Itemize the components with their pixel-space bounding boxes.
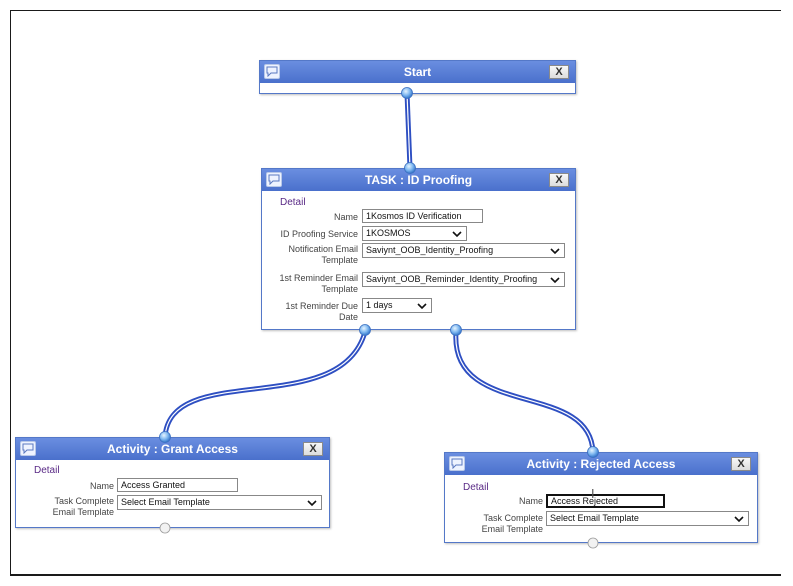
notification-template-label-line1: Notification Email [288, 244, 358, 254]
reminder-due-label: 1st Reminder Due Date [262, 301, 358, 323]
reminder-template-label-line1: 1st Reminder Email [279, 273, 358, 283]
rejected-template-label-line2: Email Template [481, 524, 543, 534]
rejected-access-title: Activity : Rejected Access [526, 457, 676, 471]
rejected-access-node[interactable]: Activity : Rejected Access X Detail Name… [444, 452, 758, 543]
chevron-down-icon [550, 277, 560, 284]
text-cursor-icon: I [591, 487, 595, 501]
reminder-template-label-line2: Template [321, 284, 358, 294]
task-name-label: Name [333, 212, 358, 222]
notification-template-label: Notification Email Template [262, 244, 358, 266]
reminder-template-label: 1st Reminder Email Template [262, 273, 358, 295]
grant-access-header[interactable]: Activity : Grant Access X [16, 438, 329, 460]
start-node-header[interactable]: Start X [260, 61, 575, 83]
chevron-down-icon [734, 516, 744, 523]
comment-icon[interactable] [266, 172, 282, 187]
grant-name-label: Name [89, 481, 114, 491]
grant-template-select[interactable]: Select Email Template [117, 495, 322, 510]
grant-template-value: Select Email Template [121, 497, 210, 507]
rejected-template-select[interactable]: Select Email Template [546, 511, 749, 526]
task-detail-label: Detail [280, 197, 306, 208]
chevron-down-icon [307, 500, 317, 507]
task-name-input[interactable]: 1Kosmos ID Verification [362, 209, 483, 223]
grant-name-input[interactable]: Access Granted [117, 478, 238, 492]
reminder-template-select[interactable]: Saviynt_OOB_Reminder_Identity_Proofing [362, 272, 565, 287]
notification-template-select[interactable]: Saviynt_OOB_Identity_Proofing [362, 243, 565, 258]
grant-template-label: Task Complete Email Template [16, 496, 114, 518]
id-proofing-service-select[interactable]: 1KOSMOS [362, 226, 467, 241]
close-icon[interactable]: X [549, 65, 569, 79]
id-proofing-service-label: ID Proofing Service [280, 229, 358, 239]
grant-detail-label: Detail [34, 465, 60, 476]
comment-icon[interactable] [264, 64, 280, 79]
reminder-due-label-line1: 1st Reminder Due [285, 301, 358, 311]
start-node[interactable]: Start X [259, 60, 576, 94]
close-icon[interactable]: X [731, 457, 751, 471]
task-node[interactable]: TASK : ID Proofing X Detail Name 1Kosmos… [261, 168, 576, 330]
notification-template-value: Saviynt_OOB_Identity_Proofing [366, 245, 494, 255]
notification-template-label-line2: Template [321, 255, 358, 265]
rejected-name-input[interactable]: Access Rejected [546, 494, 665, 508]
rejected-detail-label: Detail [463, 482, 489, 493]
rejected-access-header[interactable]: Activity : Rejected Access X [445, 453, 757, 475]
id-proofing-service-value: 1KOSMOS [366, 228, 411, 238]
chevron-down-icon [550, 248, 560, 255]
reminder-template-value: Saviynt_OOB_Reminder_Identity_Proofing [366, 274, 538, 284]
grant-template-label-line1: Task Complete [54, 496, 114, 506]
grant-access-node[interactable]: Activity : Grant Access X Detail Name Ac… [15, 437, 330, 528]
comment-icon[interactable] [449, 456, 465, 471]
chevron-down-icon [417, 303, 427, 310]
rejected-template-label: Task Complete Email Template [445, 513, 543, 535]
task-node-header[interactable]: TASK : ID Proofing X [262, 169, 575, 191]
rejected-template-value: Select Email Template [550, 513, 639, 523]
grant-access-title: Activity : Grant Access [107, 442, 238, 456]
comment-icon[interactable] [20, 441, 36, 456]
reminder-due-value: 1 days [366, 300, 393, 310]
rejected-name-label: Name [518, 496, 543, 506]
start-node-title: Start [403, 65, 432, 79]
rejected-template-label-line1: Task Complete [483, 513, 543, 523]
close-icon[interactable]: X [549, 173, 569, 187]
close-icon[interactable]: X [303, 442, 323, 456]
reminder-due-select[interactable]: 1 days [362, 298, 432, 313]
task-node-title: TASK : ID Proofing [364, 173, 473, 187]
chevron-down-icon [452, 231, 462, 238]
reminder-due-label-line2: Date [338, 312, 358, 322]
grant-template-label-line2: Email Template [52, 507, 114, 517]
